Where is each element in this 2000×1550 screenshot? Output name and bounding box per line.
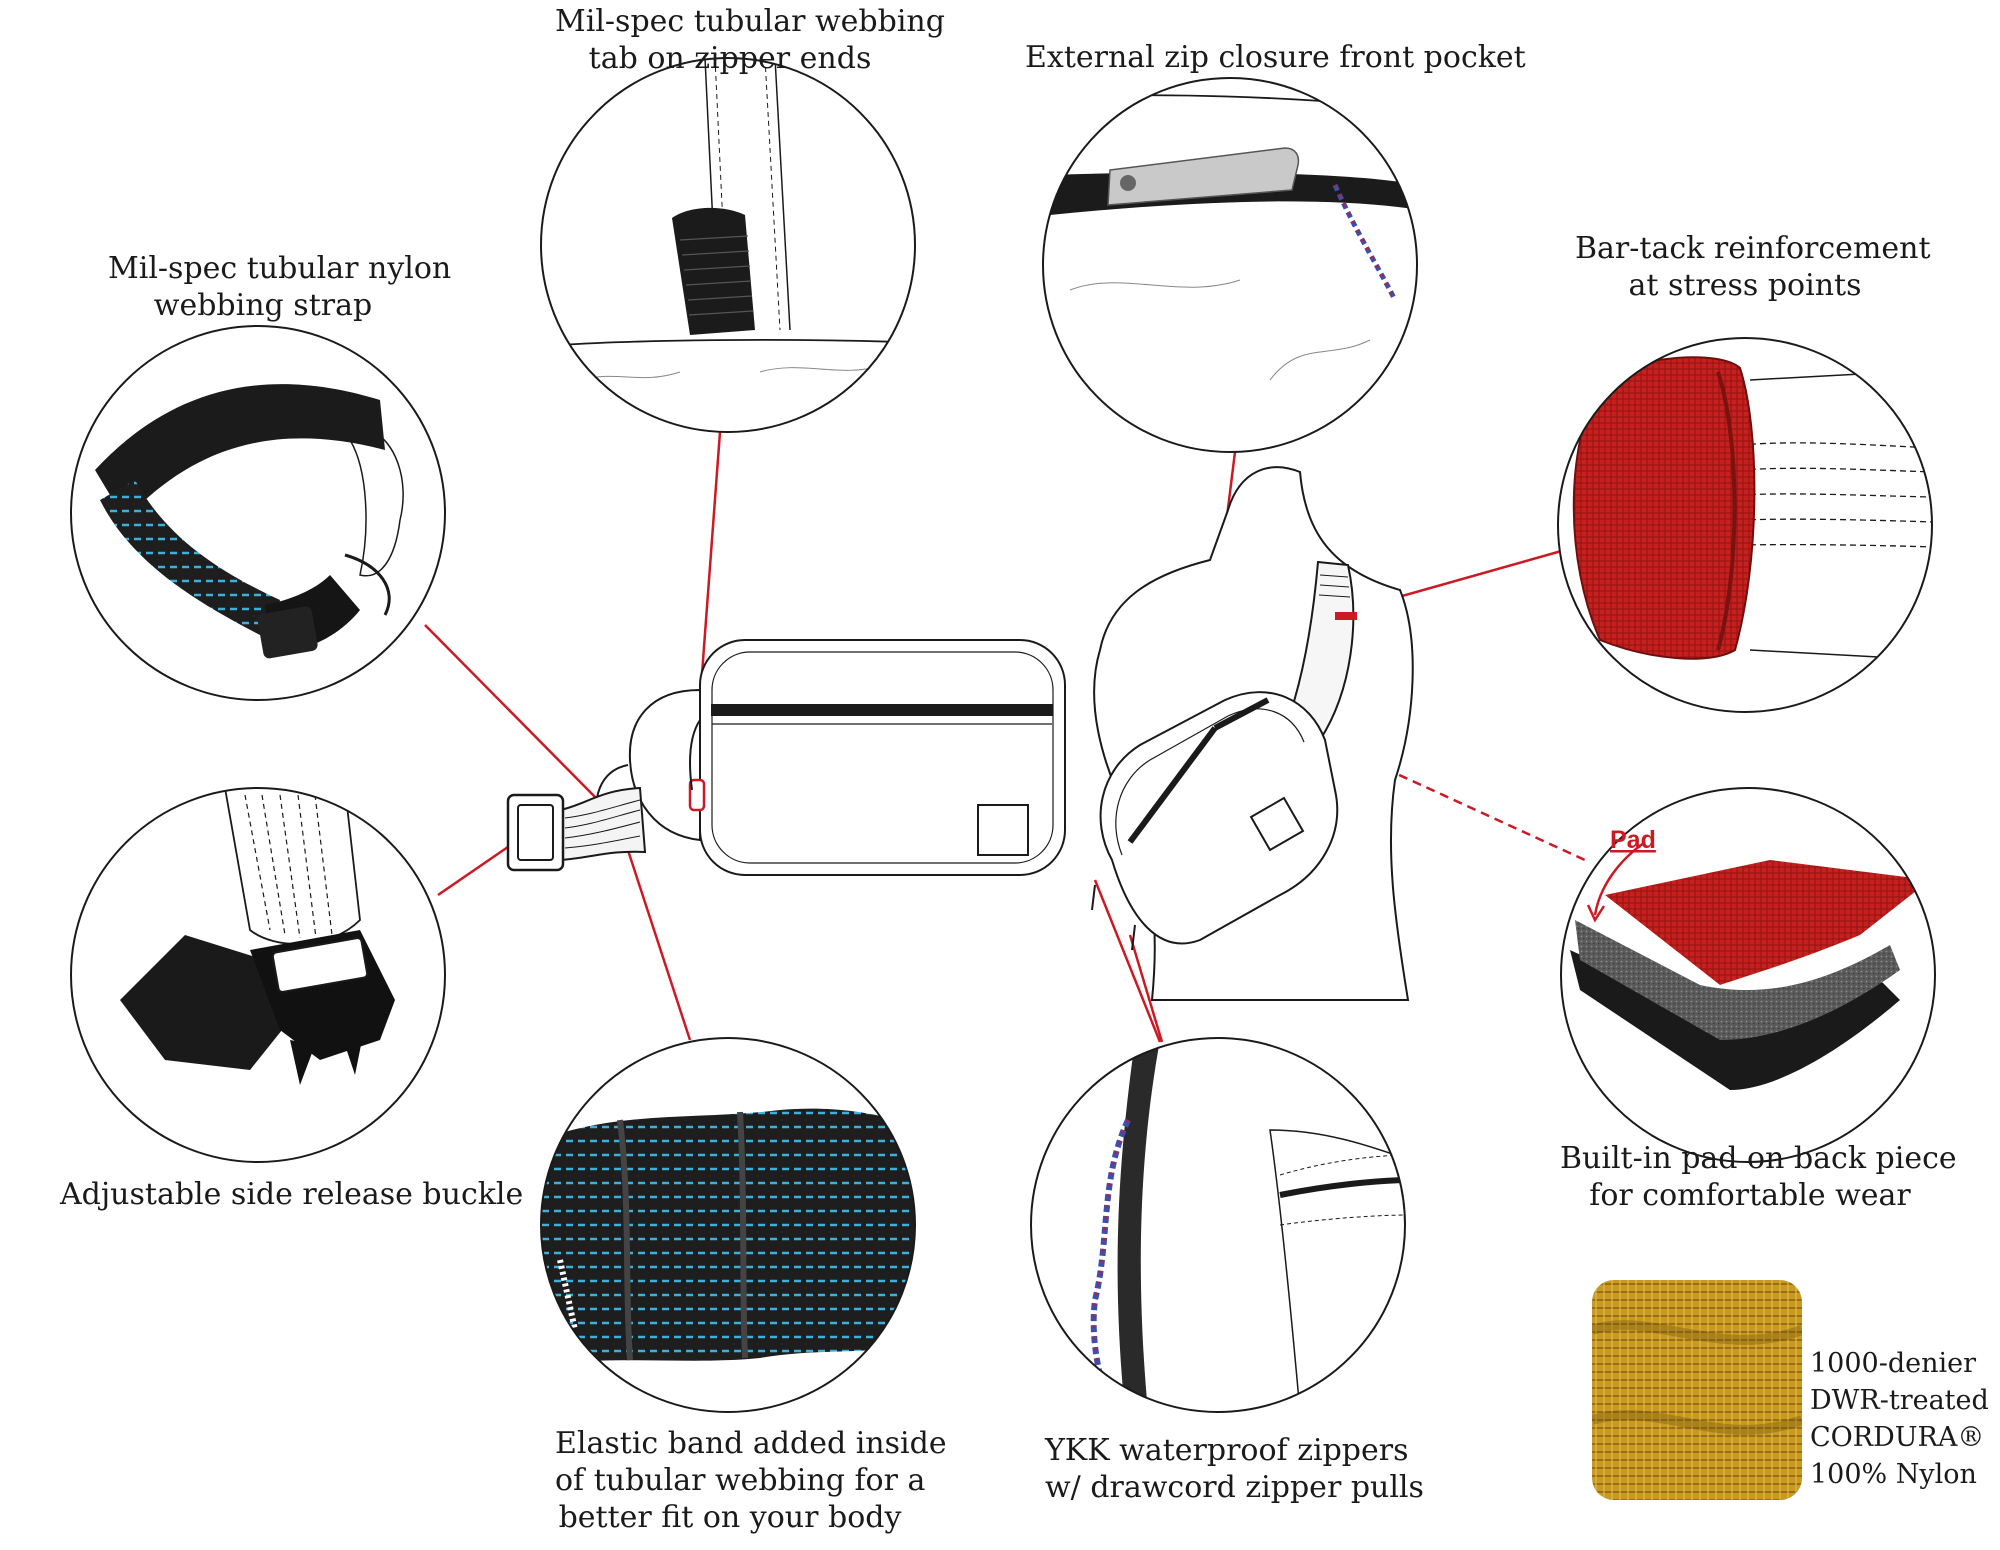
webbing-strap-icon [70, 325, 446, 701]
caption-zipper-tab: Mil-spec tubular webbing tab on zipper e… [555, 3, 945, 77]
buckle-icon [70, 787, 446, 1163]
leader-ykk-a [1093, 879, 1162, 1043]
pad-label: Pad [1610, 826, 1656, 854]
caption-line: tab on zipper ends [588, 41, 872, 76]
bar-tack-icon [1557, 337, 1933, 713]
zipper-tab-icon [540, 57, 916, 433]
caption-bar-tack: Bar-tack reinforcement at stress points [1575, 230, 1931, 304]
caption-line: Bar-tack reinforcement [1575, 231, 1931, 266]
caption-pad: Built-in pad on back piece for comfortab… [1560, 1140, 1957, 1214]
caption-webbing-strap: Mil-spec tubular nylon webbing strap [108, 250, 452, 324]
fabric-spec: 1000-denier DWR-treated CORDURA® 100% Ny… [1810, 1345, 1995, 1493]
phone-icon [1107, 147, 1300, 206]
zipper-pocket-icon [1042, 77, 1418, 453]
bag-front-drawing [506, 639, 1066, 876]
torso-drawing [1091, 466, 1414, 1001]
caption-line: w/ drawcord zipper pulls [1045, 1470, 1424, 1505]
caption-line: at stress points [1628, 268, 1862, 303]
caption-front-pocket: External zip closure front pocket [1025, 39, 1526, 76]
caption-line: Mil-spec tubular webbing [555, 4, 945, 39]
caption-line: of tubular webbing for a [555, 1463, 926, 1498]
caption-ykk: YKK waterproof zippers w/ drawcord zippe… [1045, 1432, 1424, 1506]
caption-line: Elastic band added inside [555, 1426, 947, 1461]
pad-layers-icon: Pad [1560, 787, 1936, 1163]
caption-line: Built-in pad on back piece [1560, 1141, 1957, 1176]
caption-buckle: Adjustable side release buckle [60, 1176, 524, 1213]
spec-line: DWR-treated [1810, 1385, 1989, 1416]
spec-line: 1000-denier [1810, 1348, 1977, 1379]
drawcord-zipper-icon [1030, 1037, 1406, 1413]
caption-line: Adjustable side release buckle [60, 1177, 524, 1212]
caption-elastic: Elastic band added inside of tubular web… [555, 1425, 947, 1536]
leader-pad [1289, 723, 1586, 862]
fabric-swatch-icon [1592, 1280, 1802, 1500]
spec-line: 100% Nylon [1810, 1459, 1977, 1490]
caption-line: YKK waterproof zippers [1045, 1433, 1409, 1468]
caption-line: better fit on your body [558, 1500, 902, 1535]
caption-line: webbing strap [153, 288, 373, 323]
caption-line: External zip closure front pocket [1025, 40, 1526, 75]
leader-ykk-b [1128, 934, 1164, 1043]
spec-line: CORDURA® [1810, 1422, 1985, 1453]
elastic-band-icon [540, 1037, 916, 1413]
caption-line: Mil-spec tubular nylon [108, 251, 452, 286]
leader-webbing-strap [424, 624, 599, 801]
caption-line: for comfortable wear [1589, 1178, 1911, 1213]
leader-elastic [621, 834, 692, 1041]
